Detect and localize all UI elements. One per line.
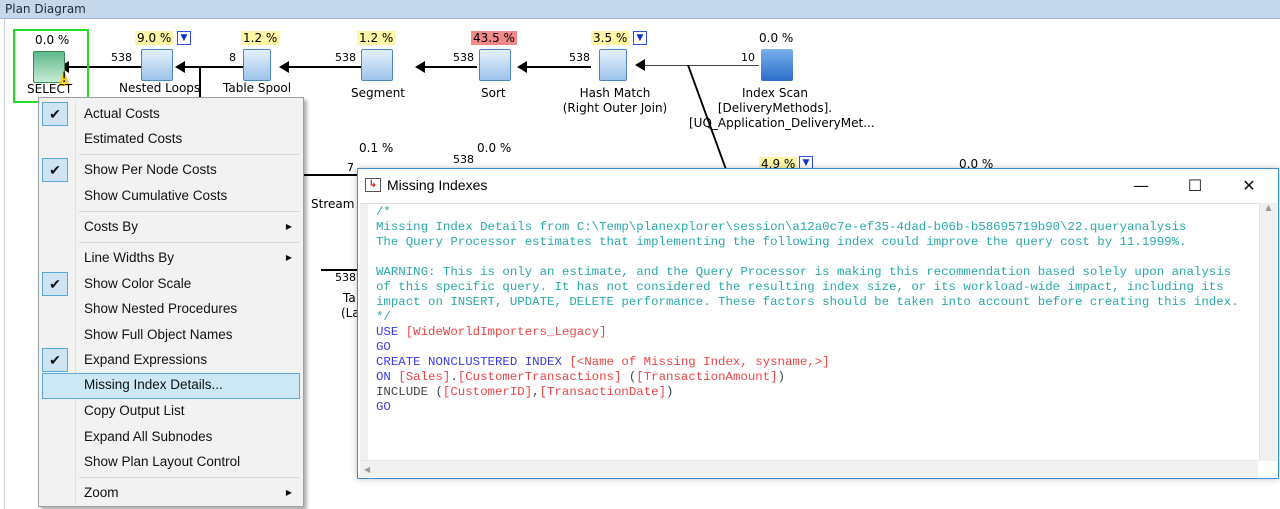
submenu-arrow-icon: ▶: [285, 488, 292, 497]
cost-label: 3.5 %: [591, 31, 630, 45]
plan-node-segment[interactable]: 1.2 % Segment: [345, 31, 415, 106]
menu-item-expand-all-subnodes[interactable]: Expand All Subnodes: [84, 429, 213, 444]
app-icon: ↳: [365, 178, 381, 192]
submenu-arrow-icon: ▶: [285, 222, 292, 231]
node-label: [DeliveryMethods].: [717, 101, 833, 115]
menu-item-copy-output-list[interactable]: Copy Output List: [84, 403, 185, 418]
row-count: 8: [229, 51, 236, 64]
cost-label: 0.0 %: [35, 33, 70, 47]
menu-item-show-nested-procedures[interactable]: Show Nested Procedures: [84, 301, 238, 316]
node-label: Sort: [481, 86, 506, 100]
row-count: 10: [741, 51, 755, 64]
code-editor[interactable]: /* Missing Index Details from C:\Temp\pl…: [360, 203, 1258, 461]
row-count: 538: [111, 51, 132, 64]
check-icon: ✔: [42, 158, 68, 182]
arrow-icon: [175, 61, 185, 73]
menu-item-show-plan-layout-control[interactable]: Show Plan Layout Control: [84, 454, 241, 469]
horizontal-scrollbar[interactable]: ◀: [360, 460, 1258, 477]
plan-node-hash-match[interactable]: 3.5 % ▼ Hash Match (Right Outer Join): [555, 31, 675, 121]
node-label: Ta: [343, 291, 356, 305]
check-icon: ✔: [42, 102, 68, 126]
check-icon: ✔: [42, 272, 68, 296]
plan-diagram-header: Plan Diagram: [0, 0, 1280, 19]
menu-item-show-cumulative-costs[interactable]: Show Cumulative Costs: [84, 188, 228, 203]
menu-item-actual-costs[interactable]: ✔Actual Costs: [42, 102, 300, 126]
edge: [519, 66, 591, 68]
context-menu: ✔Actual Costs Estimated Costs ✔Show Per …: [38, 97, 304, 507]
cost-label: 0.0 %: [477, 141, 512, 155]
missing-indexes-dialog: ↳ Missing Indexes — ☐ ✕ /* Missing Index…: [357, 168, 1279, 479]
table-spool-icon: [243, 49, 271, 81]
edge: [281, 66, 361, 68]
plan-node-table-spool[interactable]: 1.2 % Table Spool: [223, 31, 295, 97]
select-warning-icon: !: [33, 51, 70, 86]
node-label: SELECT: [27, 82, 73, 96]
cost-label: 0.1 %: [359, 141, 394, 155]
nested-loops-icon: [141, 49, 173, 81]
row-count: 538: [453, 153, 474, 166]
vertical-scrollbar[interactable]: ▲: [1259, 203, 1277, 461]
node-label: Hash Match: [579, 86, 651, 100]
hash-match-icon: [599, 49, 627, 81]
edge: [321, 269, 361, 271]
arrow-icon: [635, 59, 645, 71]
submenu-arrow-icon: ▶: [285, 253, 292, 262]
minimize-button[interactable]: —: [1133, 176, 1149, 195]
node-label: Index Scan: [741, 86, 809, 100]
row-count: 7: [347, 161, 354, 174]
cost-label: 4.9 %: [759, 157, 798, 171]
row-count: 538: [453, 51, 474, 64]
node-label: (Right Outer Join): [562, 101, 668, 115]
edge: [417, 66, 477, 68]
maximize-button[interactable]: ☐: [1187, 176, 1203, 195]
edge: [177, 66, 245, 68]
menu-item-show-per-node-costs[interactable]: ✔Show Per Node Costs: [42, 158, 300, 182]
menu-item-show-color-scale[interactable]: ✔Show Color Scale: [42, 272, 300, 296]
arrow-icon: [517, 61, 527, 73]
menu-item-line-widths-by[interactable]: Line Widths By▶: [42, 246, 300, 270]
close-button[interactable]: ✕: [1242, 176, 1256, 195]
chevron-down-icon[interactable]: ▼: [633, 31, 647, 45]
edge: [301, 174, 361, 176]
dialog-title-bar[interactable]: ↳ Missing Indexes — ☐ ✕: [358, 169, 1278, 202]
cost-label: 43.5 %: [471, 31, 517, 45]
menu-item-expand-expressions[interactable]: ✔Expand Expressions: [42, 348, 300, 372]
node-label: Stream: [311, 197, 355, 211]
arrow-icon: [279, 61, 289, 73]
cost-label: 0.0 %: [759, 31, 794, 45]
node-label: Table Spool: [223, 81, 292, 95]
node-label: (La: [341, 306, 360, 320]
arrow-icon: [415, 61, 425, 73]
plan-node-nested-loops[interactable]: 9.0 % ▼ Nested Loops: [119, 31, 205, 97]
row-count: 538: [335, 51, 356, 64]
cost-label: 9.0 %: [135, 31, 174, 45]
menu-item-estimated-costs[interactable]: Estimated Costs: [84, 131, 183, 146]
node-label: Nested Loops: [119, 81, 201, 95]
edge: [639, 65, 759, 66]
plan-node-stream-aggregate[interactable]: 0.1 % Stream: [311, 141, 393, 211]
row-count: 538: [569, 51, 590, 64]
node-label: Segment: [351, 86, 405, 100]
check-icon: ✔: [42, 348, 68, 372]
menu-item-zoom[interactable]: Zoom▶: [42, 481, 300, 505]
menu-item-show-full-object-names[interactable]: Show Full Object Names: [84, 327, 233, 342]
cost-label: 0.0 %: [959, 157, 994, 171]
plan-node-sort[interactable]: 43.5 % Sort: [467, 31, 527, 106]
node-label: [UQ_Application_DeliveryMet...: [689, 116, 875, 130]
menu-item-costs-by[interactable]: Costs By▶: [42, 215, 300, 239]
plan-node-select[interactable]: 0.0 % ! SELECT: [13, 29, 89, 103]
sort-icon: [479, 49, 511, 81]
row-count: 538: [335, 271, 356, 284]
cost-label: 1.2 %: [241, 31, 280, 45]
segment-icon: [361, 49, 393, 81]
menu-item-missing-index-details[interactable]: Missing Index Details...: [42, 373, 300, 399]
dialog-title: Missing Indexes: [387, 177, 488, 193]
cost-label: 1.2 %: [357, 31, 396, 45]
index-scan-icon: [761, 49, 793, 81]
plan-node-index-scan[interactable]: 0.0 % Index Scan [DeliveryMethods]. [UQ_…: [685, 31, 885, 136]
chevron-down-icon[interactable]: ▼: [177, 31, 191, 45]
edge: [61, 66, 141, 68]
